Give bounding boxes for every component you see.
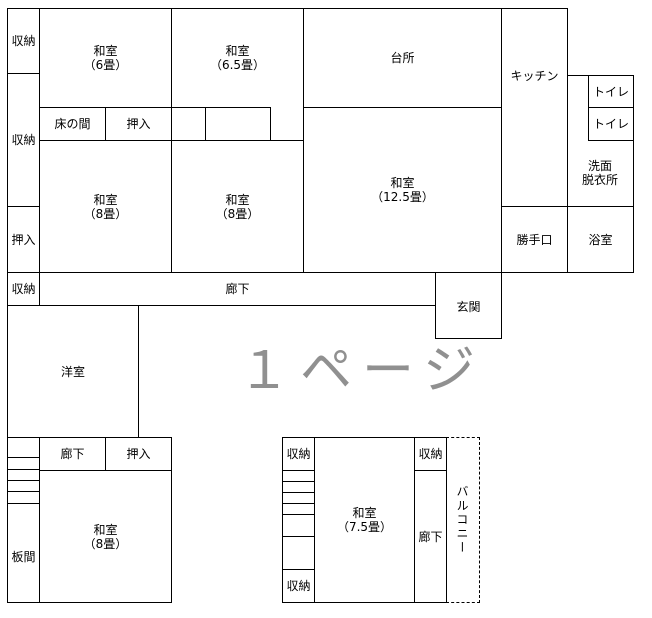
tatami-room-12-5: 和室 （12.5畳）	[303, 107, 502, 273]
storage-bottom-3: 収納	[414, 437, 447, 471]
small-space-2	[205, 107, 271, 141]
storage-bottom-2: 収納	[282, 569, 315, 603]
small-space-1	[171, 107, 206, 141]
storage-middle-left: 収納	[7, 73, 40, 207]
tatami-room-8c: 和室 （8畳）	[39, 470, 172, 603]
toilet-2: トイレ	[588, 107, 634, 141]
main-corridor: 廊下	[39, 272, 436, 306]
stair-step	[7, 469, 40, 470]
bathroom: 浴室	[567, 206, 634, 273]
entrance: 玄関	[435, 272, 502, 339]
storage-top-left: 収納	[7, 8, 40, 74]
closet-lower-left: 押入	[105, 437, 172, 471]
back-door: 勝手口	[501, 206, 568, 273]
page-watermark: １ページ	[238, 341, 485, 401]
storage-corridor: 収納	[7, 272, 40, 306]
stair-step	[282, 536, 315, 537]
storage-bottom-1: 収納	[282, 437, 315, 471]
washroom: 洗面 脱衣所	[567, 75, 634, 208]
washroom-top-wall	[567, 75, 589, 76]
dining-kitchen-daidokoro: 台所	[303, 8, 502, 108]
stair-step	[7, 480, 40, 481]
tatami-room-8a: 和室 （8畳）	[39, 140, 172, 273]
tatami-room-6-5: 和室 （6.5畳）	[171, 8, 304, 108]
closet-top: 押入	[105, 107, 172, 141]
balcony: バルコニー	[446, 437, 480, 603]
small-space-3	[270, 107, 304, 141]
kitchen: キッチン	[501, 8, 568, 207]
tatami-room-7-5: 和室 （7.5畳）	[314, 437, 415, 603]
wood-floor: 板間	[7, 503, 40, 603]
stair-step	[282, 514, 315, 515]
stair-step	[282, 492, 315, 493]
stair-step	[282, 481, 315, 482]
corridor-lower-left: 廊下	[39, 437, 106, 471]
closet-left: 押入	[7, 206, 40, 273]
washroom-wall-left	[567, 75, 568, 208]
western-room: 洋室	[7, 305, 139, 438]
stairs-lower-right	[282, 470, 315, 570]
tokonoma: 床の間	[39, 107, 106, 141]
tatami-room-8b: 和室 （8畳）	[171, 140, 304, 273]
toilet-1: トイレ	[588, 75, 634, 108]
tatami-room-6: 和室 （6畳）	[39, 8, 172, 108]
corridor-lower-right: 廊下	[414, 470, 447, 603]
stair-step	[282, 503, 315, 504]
stair-step	[7, 491, 40, 492]
